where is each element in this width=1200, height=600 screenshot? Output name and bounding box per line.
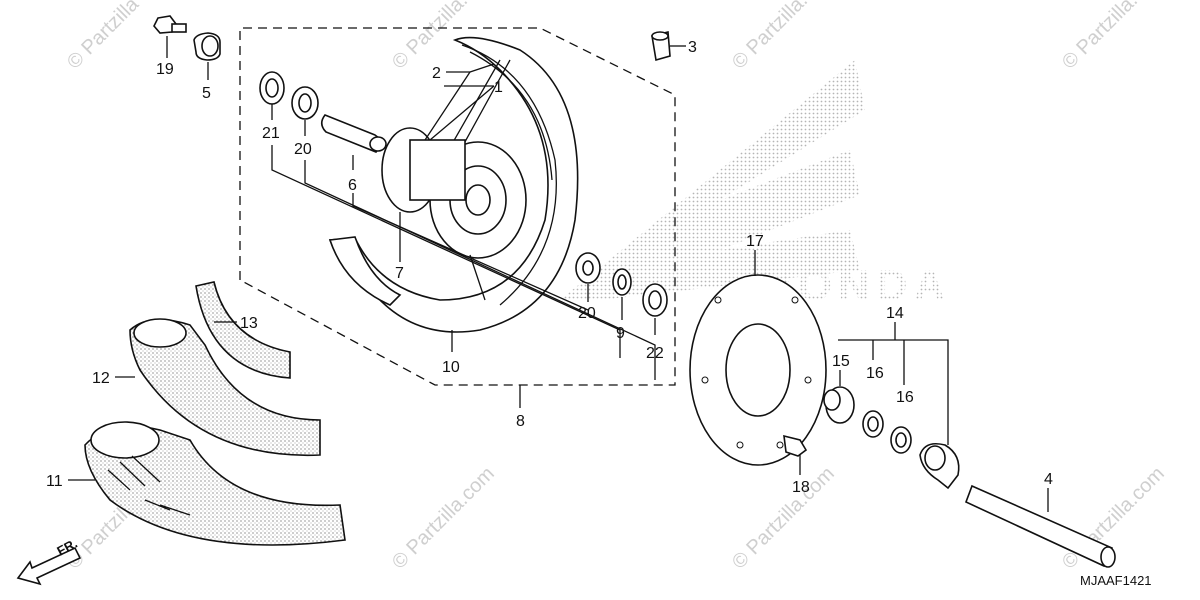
part-13-rim-band[interactable] xyxy=(195,281,291,379)
watermark: © Partzilla.com xyxy=(728,463,839,574)
callout-16-second: 16 xyxy=(896,389,914,406)
part-5-collar[interactable] xyxy=(193,32,221,61)
callout-20-second: 20 xyxy=(578,305,596,322)
part-3-valve-cap[interactable] xyxy=(651,30,671,62)
callout-1: 1 xyxy=(494,79,503,96)
callout-22: 22 xyxy=(646,345,664,362)
callout-5: 5 xyxy=(202,85,211,102)
leader-lines xyxy=(68,36,1049,512)
rim-band xyxy=(328,236,402,306)
part-18-disc-bolt[interactable] xyxy=(783,434,808,457)
part-9-speedometer-gear-retainer[interactable] xyxy=(612,268,632,296)
part-11-tire[interactable] xyxy=(84,421,346,546)
callout-18: 18 xyxy=(792,479,810,496)
watermark: © Partzilla.com xyxy=(728,0,839,74)
part-20-bearing[interactable] xyxy=(291,86,319,120)
part-6-distance-collar[interactable] xyxy=(320,114,387,153)
callout-20: 20 xyxy=(294,141,312,158)
callout-15: 15 xyxy=(832,353,850,370)
callout-13: 13 xyxy=(240,315,258,332)
watermark: © Partzilla.com xyxy=(388,0,499,74)
part-7-bolt-disc[interactable] xyxy=(381,127,466,213)
diagram-code: MJAAF1421 xyxy=(1080,573,1152,588)
part-19-bolt[interactable] xyxy=(153,15,187,34)
watermark: © Partzilla.com xyxy=(388,463,499,574)
callout-3: 3 xyxy=(688,39,697,56)
callout-14: 14 xyxy=(886,305,904,322)
callout-16: 16 xyxy=(866,365,884,382)
assembly-boundary xyxy=(239,27,676,386)
part-4-front-axle[interactable] xyxy=(964,484,1116,568)
corner-watermark: © Partzilla xyxy=(63,0,144,74)
callout-17: 17 xyxy=(746,233,764,250)
callout-2: 2 xyxy=(432,65,441,82)
callout-19: 19 xyxy=(156,61,174,78)
callout-21: 21 xyxy=(262,125,280,142)
callout-12: 12 xyxy=(92,370,110,387)
part-21-bearing[interactable] xyxy=(259,71,285,105)
callout-4: 4 xyxy=(1044,471,1053,488)
part-20-bearing-right[interactable] xyxy=(575,252,601,284)
callout-8: 8 xyxy=(516,413,525,430)
part-16-oil-seal-second[interactable] xyxy=(890,426,912,454)
part-15-drive-gear[interactable] xyxy=(823,386,855,424)
part-17-brake-disc[interactable] xyxy=(689,274,827,466)
part-16-oil-seal[interactable] xyxy=(862,410,884,438)
watermark: © Partzilla.com xyxy=(1058,0,1169,74)
callout-labels: 1 2 3 4 5 6 7 8 9 10 11 12 13 14 15 16 1… xyxy=(46,39,1053,496)
part-12-inner-tube[interactable] xyxy=(129,318,321,457)
callout-11: 11 xyxy=(46,473,63,490)
front-direction-arrow: FR. xyxy=(16,536,82,586)
callout-9: 9 xyxy=(616,325,625,342)
part-22-dust-seal[interactable] xyxy=(642,283,668,317)
callout-7: 7 xyxy=(395,265,404,282)
callout-6: 6 xyxy=(348,177,357,194)
callout-10: 10 xyxy=(442,359,460,376)
part-14-speedometer-gearbox[interactable] xyxy=(919,442,960,490)
